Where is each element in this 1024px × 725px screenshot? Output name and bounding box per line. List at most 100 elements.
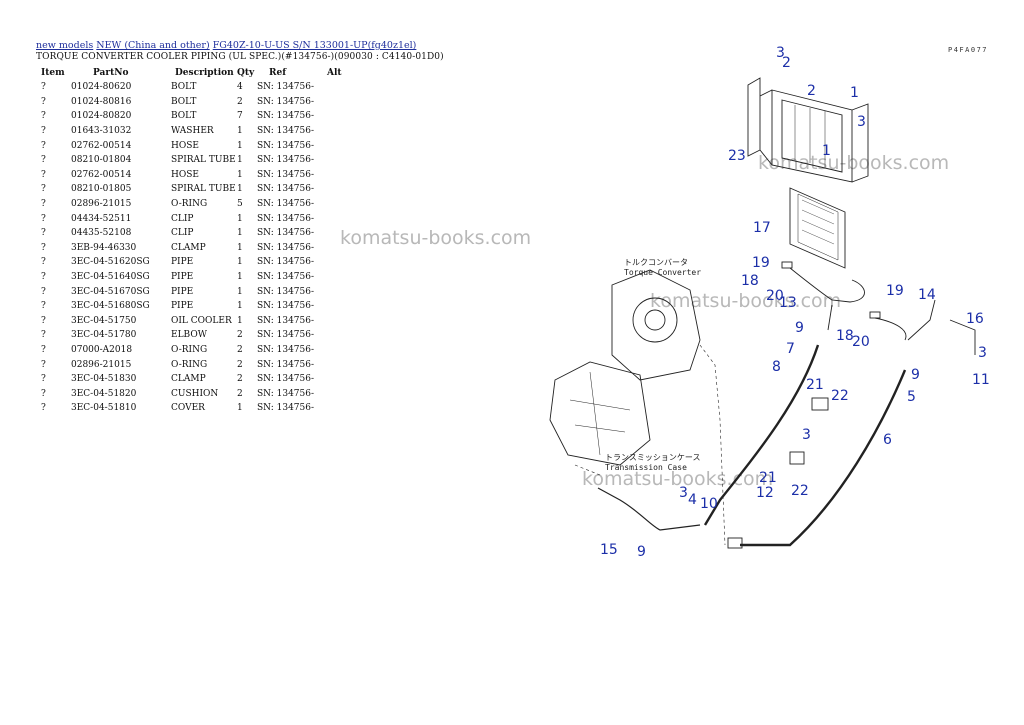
- cell-ref: SN: 134756-: [257, 344, 315, 355]
- cell-item: ?: [41, 374, 46, 385]
- cell-ref: SN: 134756-: [257, 184, 315, 195]
- torque-converter: [611, 269, 701, 381]
- label-tc-en: Torque Converter: [624, 268, 701, 277]
- cell-part: 3EC-04-51780: [71, 330, 137, 341]
- pipe-15: [597, 487, 701, 531]
- callout-number: 5: [907, 389, 916, 405]
- cell-ref: SN: 134756-: [257, 82, 315, 93]
- callout-number: 8: [772, 359, 781, 375]
- cell-alt: [327, 182, 357, 197]
- cell-alt: [327, 343, 357, 358]
- callout-number: 2: [807, 83, 816, 99]
- cell-qty: 1: [237, 403, 243, 414]
- header-partno: PartNo: [93, 68, 129, 78]
- label-tm-en: Transmission Case: [605, 463, 687, 472]
- callout-number: 1: [850, 85, 859, 101]
- cell-alt: [327, 357, 357, 372]
- fitting-19b: [869, 311, 881, 319]
- callout-number: 4: [688, 492, 697, 508]
- cell-part: 04435-52108: [71, 228, 132, 239]
- cell-desc: CLIP: [171, 213, 194, 224]
- callout-number: 23: [728, 148, 746, 164]
- callout-number: 3: [857, 114, 866, 130]
- cell-part: 3EC-04-51620SG: [71, 257, 150, 268]
- cell-part: 3EC-04-51670SG: [71, 286, 150, 297]
- clamp-22b: [789, 451, 805, 465]
- cell-alt: [327, 80, 357, 95]
- cell-ref: SN: 134756-: [257, 286, 315, 297]
- cell-qty: 2: [237, 96, 243, 107]
- callout-number: 3: [776, 45, 785, 61]
- cell-desc: O-RING: [171, 199, 208, 210]
- cell-item: ?: [41, 330, 46, 341]
- cell-ref: SN: 134756-: [257, 228, 315, 239]
- cell-ref: SN: 134756-: [257, 213, 315, 224]
- callout-number: 15: [600, 542, 618, 558]
- cell-item: ?: [41, 169, 46, 180]
- cell-item: ?: [41, 155, 46, 166]
- callout-number: 3: [978, 345, 987, 361]
- cell-ref: SN: 134756-: [257, 242, 315, 253]
- cell-part: 02762-00514: [71, 169, 132, 180]
- callout-number: 20: [852, 334, 870, 350]
- header-qty: Qty: [237, 68, 255, 78]
- cell-ref: SN: 134756-: [257, 169, 315, 180]
- pipe-20: [874, 317, 907, 341]
- bracket-link: [759, 89, 773, 166]
- cell-ref: SN: 134756-: [257, 126, 315, 137]
- cell-ref: SN: 134756-: [257, 330, 315, 341]
- breadcrumb-link-model[interactable]: FG40Z-10-U-US S/N 133001-UP(fg40z1el): [212, 40, 417, 51]
- cell-ref: SN: 134756-: [257, 301, 315, 312]
- cell-part: 3EC-04-51810: [71, 403, 137, 414]
- fitting-19: [781, 261, 793, 269]
- callout-number: 21: [806, 377, 824, 393]
- cell-alt: [327, 328, 357, 343]
- cell-desc: OIL COOLER: [171, 315, 232, 326]
- cell-desc: PIPE: [171, 301, 194, 312]
- cooler-fins: [801, 199, 835, 245]
- cell-desc: ELBOW: [171, 330, 207, 341]
- cell-part: 02762-00514: [71, 140, 132, 151]
- cell-desc: PIPE: [171, 272, 194, 283]
- cell-qty: 1: [237, 228, 243, 239]
- watermark: komatsu-books.com: [650, 290, 842, 312]
- cell-qty: 1: [237, 213, 243, 224]
- cell-part: 04434-52511: [71, 213, 132, 224]
- cover-inner: [781, 99, 843, 173]
- cell-qty: 2: [237, 374, 243, 385]
- leader-dashed: [699, 344, 726, 546]
- callout-number: 18: [741, 273, 759, 289]
- cell-part: 3EC-04-51640SG: [71, 272, 150, 283]
- label-tc-jp: トルクコンバータ: [624, 258, 688, 267]
- cell-alt: [327, 386, 357, 401]
- header-item: Item: [41, 68, 65, 78]
- cell-alt: [327, 211, 357, 226]
- callout-number: 3: [802, 427, 811, 443]
- callout-number: 6: [883, 432, 892, 448]
- callout-number: 17: [753, 220, 771, 236]
- breadcrumb-link-new-models[interactable]: new models: [36, 40, 94, 51]
- cell-alt: [327, 95, 357, 110]
- breadcrumb-link-china[interactable]: NEW (China and other): [96, 40, 210, 51]
- cell-part: 07000-A2018: [71, 344, 133, 355]
- cover-side: [851, 103, 869, 183]
- header-alt: Alt: [327, 68, 342, 78]
- pipe-14: [907, 299, 936, 341]
- watermark: komatsu-books.com: [340, 227, 532, 249]
- callout-number: 18: [836, 328, 854, 344]
- cell-qty: 5: [237, 199, 243, 210]
- hose-6: [740, 369, 907, 547]
- cell-desc: CLAMP: [171, 242, 206, 253]
- cell-part: 01024-80620: [71, 82, 132, 93]
- callout-number: 10: [700, 496, 718, 512]
- cell-part: 01643-31032: [71, 126, 132, 137]
- cell-desc: O-RING: [171, 359, 208, 370]
- header-description: Description: [175, 68, 234, 78]
